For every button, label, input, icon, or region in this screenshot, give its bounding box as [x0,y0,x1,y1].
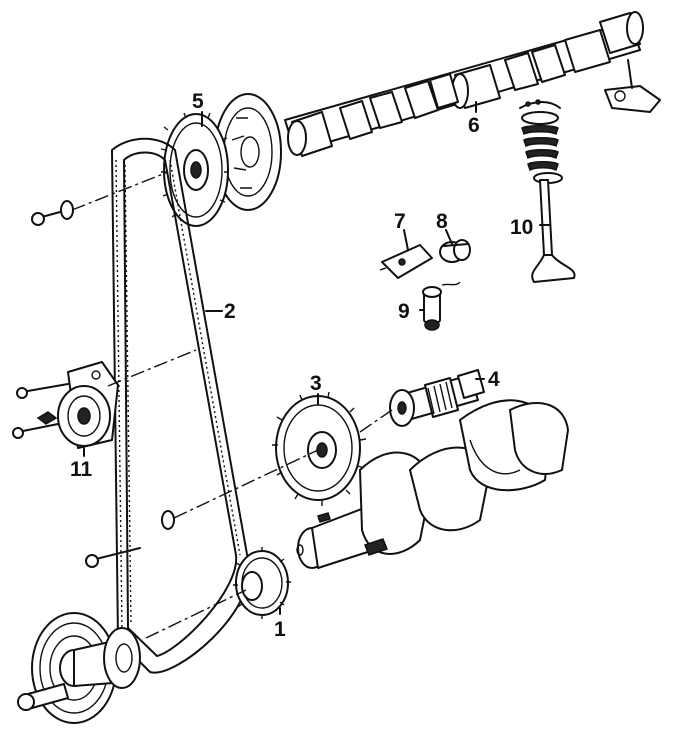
label-part-2: 2 [224,300,236,323]
label-part-11: 11 [70,458,93,481]
intermediate-sprocket [272,391,367,506]
valve-assembly [519,99,576,283]
part-labels: 5 6 7 8 10 2 9 3 4 11 1 [70,90,533,641]
label-part-4: 4 [488,368,500,391]
crankshaft [296,399,569,569]
leader-lines [83,101,551,615]
timing-belt [111,137,251,674]
label-part-3: 3 [310,372,322,395]
label-part-1: 1 [274,618,286,641]
belt-tensioner [12,361,119,449]
label-part-7: 7 [394,210,406,233]
intermediate-sprocket-bolt [85,510,175,568]
label-part-6: 6 [468,114,480,137]
rocker-arm [379,244,433,279]
crankshaft-pulley [17,612,141,724]
camshaft-sprocket [160,112,229,227]
camshaft [284,11,661,157]
crankshaft-sprocket [233,547,291,619]
label-part-9: 9 [398,300,410,323]
camshaft-sprocket-bolt [31,200,74,226]
hydraulic-adjuster [422,281,461,331]
rocker-clip [439,239,471,263]
label-part-5: 5 [192,90,204,113]
assembly-axis-lines [71,171,393,639]
label-part-10: 10 [510,216,533,239]
label-part-8: 8 [436,210,448,233]
intermediate-shaft [389,369,485,427]
